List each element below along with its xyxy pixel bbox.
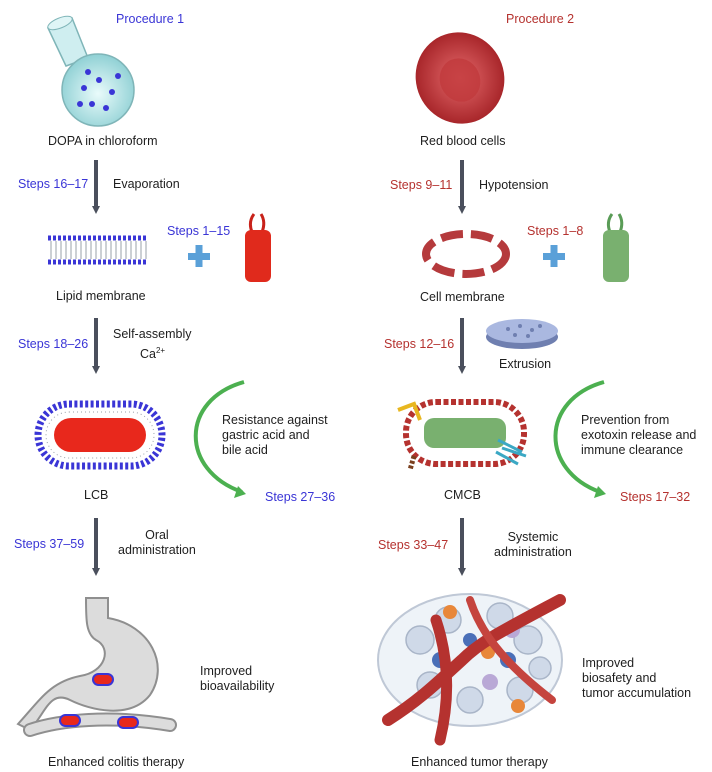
- label-hypotension: Hypotension: [479, 178, 549, 192]
- label-lcb: LCB: [84, 488, 109, 502]
- bacterium-green-icon: [603, 213, 629, 282]
- tumor-tissue-icon: [377, 593, 566, 746]
- label-red-blood-cells: Red blood cells: [420, 134, 506, 148]
- benefit-right: Prevention from exotoxin release and imm…: [581, 413, 697, 457]
- label-self-assembly: Self-assembly: [113, 327, 192, 341]
- final-left: Enhanced colitis therapy: [48, 755, 185, 769]
- steps-self-assembly: Steps 18–26: [18, 337, 89, 351]
- lcb-capsule-icon: [34, 400, 166, 470]
- label-dopa-chloroform: DOPA in chloroform: [48, 134, 158, 148]
- cell-membrane-icon: [422, 230, 510, 278]
- extruder-filter-icon: [486, 319, 558, 349]
- lipid-membrane-icon: [48, 235, 148, 265]
- label-calcium: Ca2+: [140, 346, 166, 362]
- bacterium-red-icon: [245, 213, 271, 282]
- benefit-left: Resistance against gastric acid and bile…: [222, 413, 328, 457]
- label-systemic-administration: Systemic administration: [494, 530, 572, 559]
- label-cmcb: CMCB: [444, 488, 481, 502]
- procedure-2-title: Procedure 2: [506, 12, 575, 26]
- curve-arrow-left: [193, 380, 245, 494]
- label-oral-administration: Oral administration: [118, 528, 196, 557]
- cmcb-capsule-icon: [397, 399, 527, 471]
- steps-oral: Steps 37–59: [14, 537, 85, 551]
- steps-bacteria-culture-left: Steps 1–15: [167, 224, 231, 238]
- label-lipid-membrane: Lipid membrane: [56, 289, 146, 303]
- steps-extrusion: Steps 12–16: [384, 337, 455, 351]
- flask-icon: [46, 15, 135, 127]
- stomach-icon: [16, 597, 177, 737]
- curve-arrow-right: [553, 380, 605, 494]
- steps-prevention: Steps 17–32: [620, 490, 691, 504]
- steps-hypotension: Steps 9–11: [390, 178, 453, 192]
- plus-icon-left: [188, 245, 210, 267]
- steps-bacteria-culture-right: Steps 1–8: [527, 224, 584, 238]
- steps-resistance: Steps 27–36: [265, 490, 336, 504]
- final-right: Enhanced tumor therapy: [411, 755, 548, 769]
- steps-evaporation: Steps 16–17: [18, 177, 89, 191]
- label-cell-membrane: Cell membrane: [420, 290, 505, 304]
- outcome-right: Improved biosafety and tumor accumulatio…: [582, 656, 692, 700]
- outcome-left: Improved bioavailability: [200, 664, 275, 693]
- plus-icon-right: [543, 245, 565, 267]
- label-extrusion: Extrusion: [499, 357, 552, 371]
- red-blood-cell-icon: [415, 32, 505, 124]
- label-evaporation: Evaporation: [113, 177, 180, 191]
- steps-systemic: Steps 33–47: [378, 538, 449, 552]
- procedure-1-title: Procedure 1: [116, 12, 185, 26]
